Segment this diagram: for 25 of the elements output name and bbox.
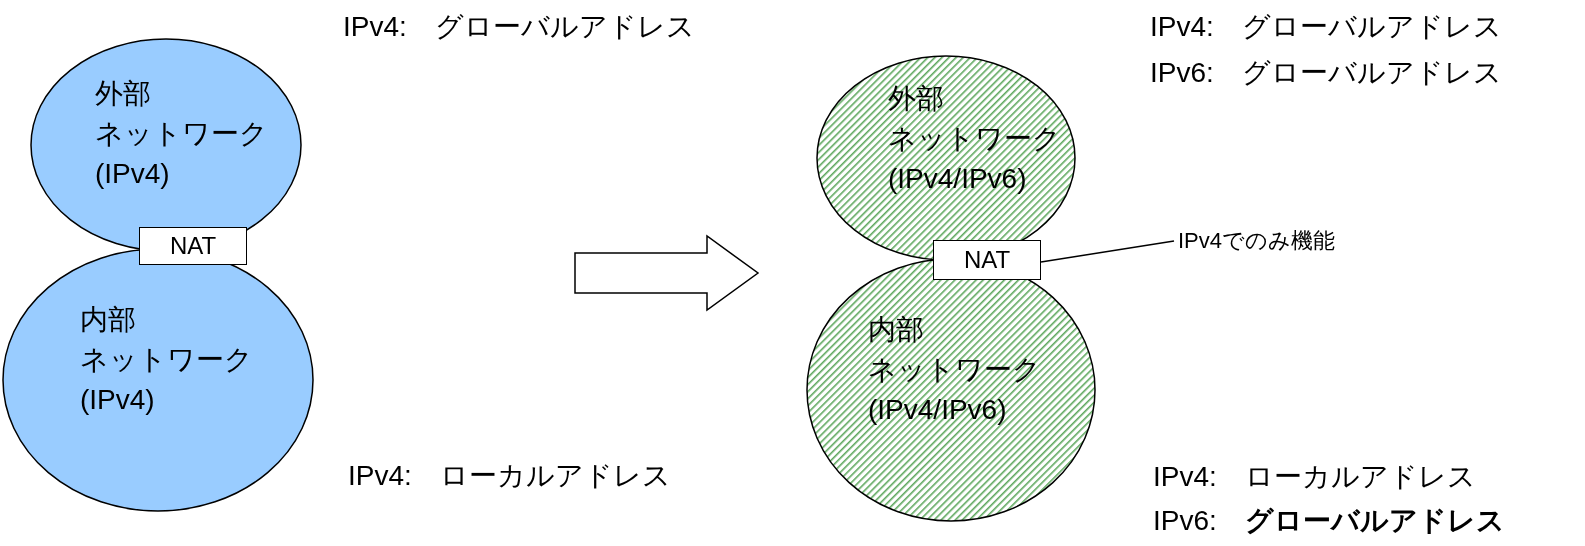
address-label: IPv4: ローカルアドレス (348, 459, 671, 493)
nat-box (933, 240, 1041, 280)
network-label: ネットワーク (888, 122, 1061, 156)
leader-line (1040, 240, 1175, 263)
network-label: (IPv4) (95, 157, 170, 191)
network-label: 外部 (888, 82, 944, 116)
nat-label: NAT (169, 232, 217, 260)
network-label: 外部 (95, 77, 151, 111)
network-label: ネットワーク (868, 353, 1041, 387)
note-text: IPv4でのみ機能 (1178, 226, 1336, 256)
address-label: IPv4: ローカルアドレス (1153, 460, 1476, 494)
network-ellipse (30, 38, 302, 252)
network-label: (IPv4) (80, 383, 155, 417)
address-label: IPv4: グローバルアドレス (1150, 10, 1502, 44)
network-label: 内部 (868, 313, 924, 347)
address-label: IPv6: グローバルアドレス (1153, 504, 1505, 538)
address-label: IPv6: グローバルアドレス (1150, 56, 1502, 90)
network-label: 内部 (80, 303, 136, 337)
nat-box (139, 227, 247, 265)
network-label: (IPv4/IPv6) (888, 162, 1027, 196)
network-label: ネットワーク (95, 117, 268, 151)
network-label: (IPv4/IPv6) (868, 393, 1007, 427)
address-label: IPv4: グローバルアドレス (343, 10, 695, 44)
nat-label: NAT (963, 246, 1011, 274)
network-label: ネットワーク (80, 343, 253, 377)
